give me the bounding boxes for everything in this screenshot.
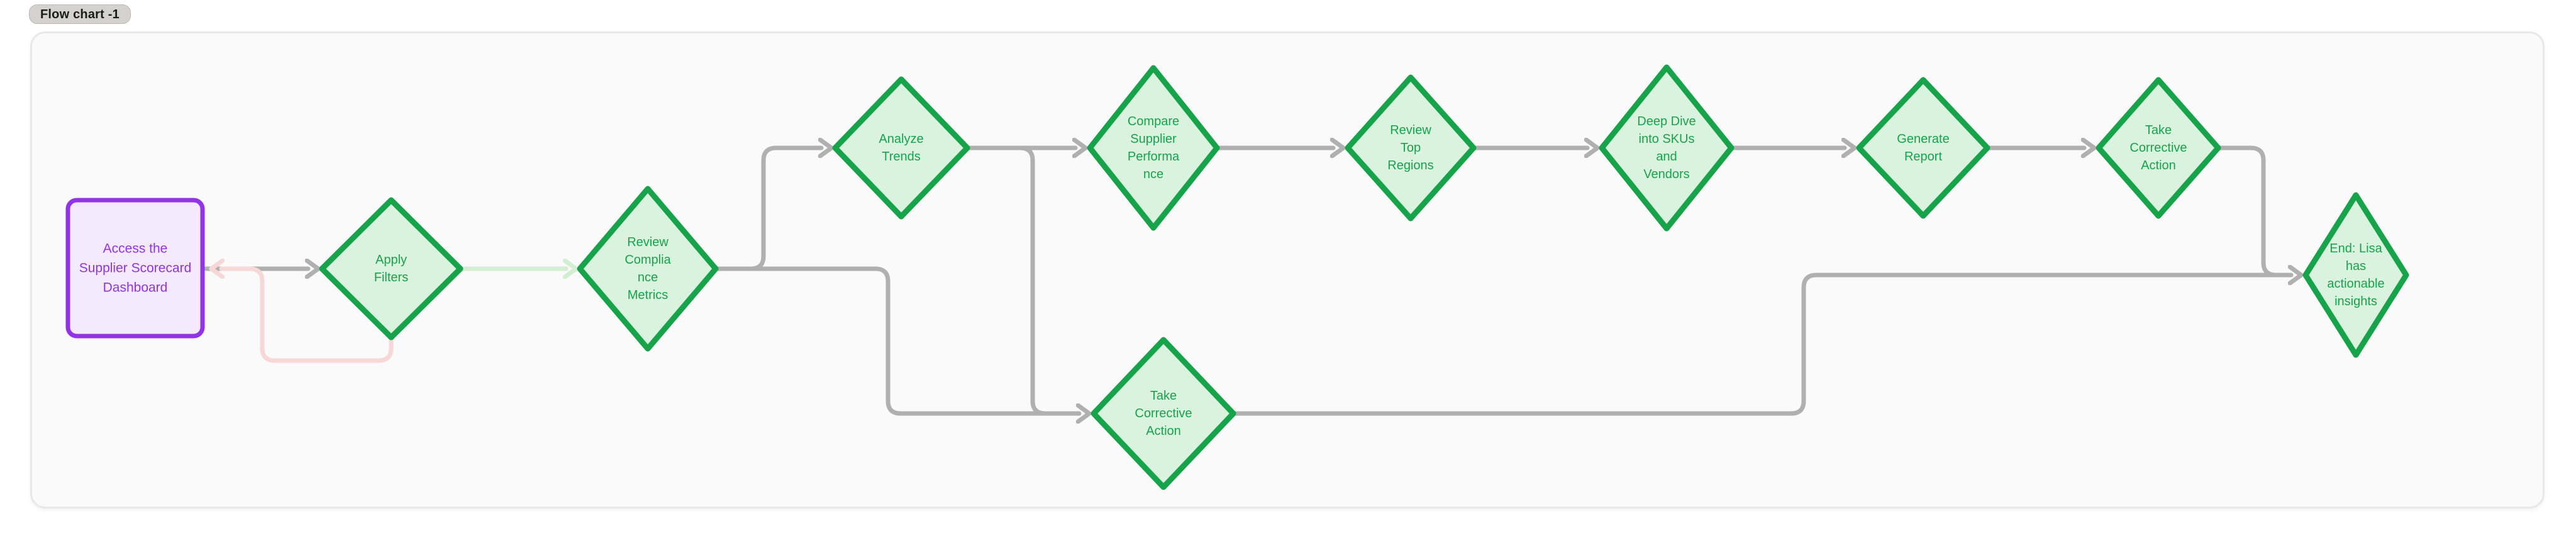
node-shape-diamond <box>1091 337 1236 490</box>
edge-take-corrective-action-bottom-to-end-insights <box>1232 275 2291 416</box>
node-shape-diamond <box>1345 74 1477 222</box>
node-shape-diamond <box>2302 192 2409 358</box>
flowchart-title-badge: Flow chart -1 <box>29 4 131 24</box>
node-shape-diamond <box>832 76 970 220</box>
node-shape-diamond <box>1599 64 1735 232</box>
edge-review-compliance-metrics-to-analyze-trends <box>713 148 821 271</box>
node-shape-diamond <box>1856 77 1990 219</box>
edge-take-corrective-action-top-to-end-insights <box>2217 145 2293 278</box>
node-shape-diamond <box>2096 77 2221 219</box>
edge-layer <box>204 145 2293 416</box>
edge-apply-filters-to-access-dashboard <box>221 269 394 363</box>
node-shape-diamond <box>1087 65 1220 231</box>
edge-analyze-trends-to-take-corrective-action-bottom <box>966 145 1075 416</box>
node-shape-rect <box>65 198 205 339</box>
node-shape-diamond <box>319 197 464 340</box>
node-shape-diamond <box>577 186 719 352</box>
edge-review-compliance-metrics-to-take-corrective-action-bottom <box>713 266 1079 413</box>
